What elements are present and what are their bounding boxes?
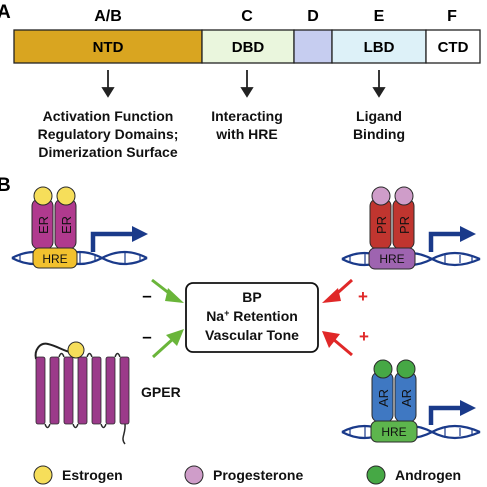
- androgen-ligand-icon: [373, 359, 393, 379]
- panel-b-label: B: [0, 175, 11, 196]
- er-dimer: ER ER: [31, 186, 77, 250]
- domain-letter-ab: A/B: [94, 8, 122, 25]
- domain-name-lbd: LBD: [364, 39, 395, 56]
- function-dbd-line2: with HRE: [215, 126, 277, 142]
- dna-helix-er: [11, 250, 148, 266]
- domain-bar: [13, 29, 481, 64]
- gper-loops: [44, 352, 126, 445]
- domain-d: [293, 29, 333, 64]
- pr-promoter-arrow-icon: [428, 226, 476, 252]
- ar-hre-label: HRE: [381, 425, 406, 439]
- er-hre-box: [32, 247, 78, 269]
- gper-label: GPER: [141, 384, 181, 400]
- function-labels: Activation Function Regulatory Domains; …: [38, 108, 405, 160]
- function-lbd-line1: Ligand: [356, 108, 402, 124]
- pr-effect-sign: +: [358, 287, 368, 306]
- ar-hre-box: [370, 420, 418, 443]
- er-subunit-right-label: ER: [59, 216, 74, 234]
- ar-subunit-right-label: AR: [399, 389, 414, 407]
- legend-androgen-swatch: [366, 465, 386, 485]
- progesterone-ligand-icon: [371, 186, 391, 206]
- er-inhibit-arrow-icon: [151, 278, 184, 303]
- function-ntd-line3: Dimerization Surface: [38, 144, 177, 160]
- domain-name-dbd: DBD: [232, 39, 265, 56]
- pr-stimulate-arrow-icon: [322, 278, 354, 303]
- gper-effect-sign: –: [142, 327, 151, 346]
- gper-transmembrane-helices: [35, 356, 130, 425]
- estrogen-ligand-icon: [67, 341, 85, 359]
- gper-receptor: GPER: [34, 341, 181, 445]
- outcome-bp: BP: [242, 289, 261, 305]
- legend-estrogen-swatch: [33, 465, 53, 485]
- ar-stimulate-arrow-icon: [322, 331, 353, 357]
- domain-letter-c: C: [241, 8, 253, 25]
- inhibit-arrows: – –: [142, 278, 184, 359]
- ar-subunit-left-label: AR: [376, 389, 391, 407]
- pr-dimer: PR PR: [369, 186, 415, 250]
- er-effect-sign: –: [142, 286, 151, 305]
- domain-name-ctd: CTD: [438, 39, 469, 56]
- legend-estrogen-label: Estrogen: [62, 467, 123, 483]
- domain-letter-f: F: [447, 8, 457, 25]
- pr-subunit-right-label: PR: [397, 216, 412, 234]
- gper-inhibit-arrow-icon: [151, 329, 184, 359]
- domain-letter-e: E: [374, 8, 385, 25]
- panel-a-label: A: [0, 2, 11, 23]
- stimulate-arrows: + +: [322, 278, 369, 357]
- legend-progesterone-swatch: [184, 465, 204, 485]
- domain-dbd: [201, 29, 295, 64]
- er-hre-label: HRE: [42, 252, 67, 266]
- er-complex: ER ER HRE: [11, 186, 148, 269]
- domain-ctd: [425, 29, 481, 64]
- function-lbd-line2: Binding: [353, 126, 405, 142]
- er-promoter-arrow-icon: [90, 226, 148, 252]
- legend-androgen-label: Androgen: [395, 467, 461, 483]
- ar-complex: AR AR HRE: [341, 359, 481, 443]
- function-ntd-line2: Regulatory Domains;: [38, 126, 179, 142]
- legend: Estrogen Progesterone Androgen: [33, 465, 461, 485]
- outcome-vascular-tone: Vascular Tone: [205, 327, 299, 343]
- outcome-box: [185, 282, 319, 353]
- ar-promoter-arrow-icon: [428, 400, 476, 425]
- function-ntd-line1: Activation Function: [43, 108, 174, 124]
- er-subunit-left-label: ER: [36, 216, 51, 234]
- gper-n-terminus: [34, 342, 71, 360]
- ar-dimer: AR AR: [371, 359, 417, 423]
- pr-hre-label: HRE: [379, 252, 404, 266]
- pr-hre-box: [368, 247, 416, 270]
- domain-letter-d: D: [307, 8, 319, 25]
- function-dbd-line1: Interacting: [211, 108, 283, 124]
- domain-name-ntd: NTD: [93, 39, 124, 56]
- legend-progesterone-label: Progesterone: [213, 467, 303, 483]
- estrogen-ligand-icon: [56, 186, 76, 206]
- ar-effect-sign: +: [359, 327, 369, 346]
- progesterone-ligand-icon: [394, 186, 414, 206]
- outcome-na-retention: Na+ Retention: [206, 308, 298, 324]
- outcome-text: BP Na+ Retention Vascular Tone: [205, 289, 299, 343]
- domain-letters: A/B C D E F: [94, 8, 457, 25]
- pr-subunit-left-label: PR: [374, 216, 389, 234]
- estrogen-ligand-icon: [33, 186, 53, 206]
- androgen-ligand-icon: [396, 359, 416, 379]
- domain-names: NTD DBD LBD CTD: [93, 39, 469, 56]
- function-arrows: [101, 70, 386, 98]
- domain-ntd: [13, 29, 203, 64]
- pr-complex: PR PR HRE: [341, 186, 481, 270]
